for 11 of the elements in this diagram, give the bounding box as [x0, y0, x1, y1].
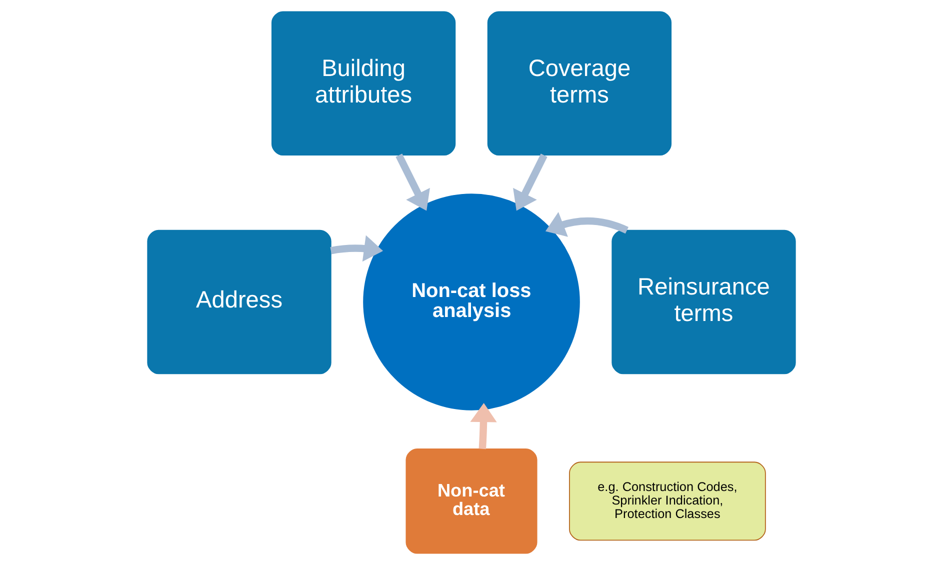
node-box: e.g. Construction Codes, Sprinkler Indication, Protection Classes — [568, 462, 766, 541]
arrow — [512, 154, 547, 211]
node-box: Reinsurance terms — [611, 230, 796, 374]
arrow — [330, 235, 383, 262]
arrow — [544, 212, 628, 237]
arrow — [470, 403, 496, 450]
arrow — [395, 154, 430, 211]
node-box: Coverage terms — [486, 11, 672, 156]
node-box: Building attributes — [270, 11, 456, 156]
node-box: Address — [146, 230, 331, 374]
node-box: Non-cat data — [405, 448, 537, 554]
